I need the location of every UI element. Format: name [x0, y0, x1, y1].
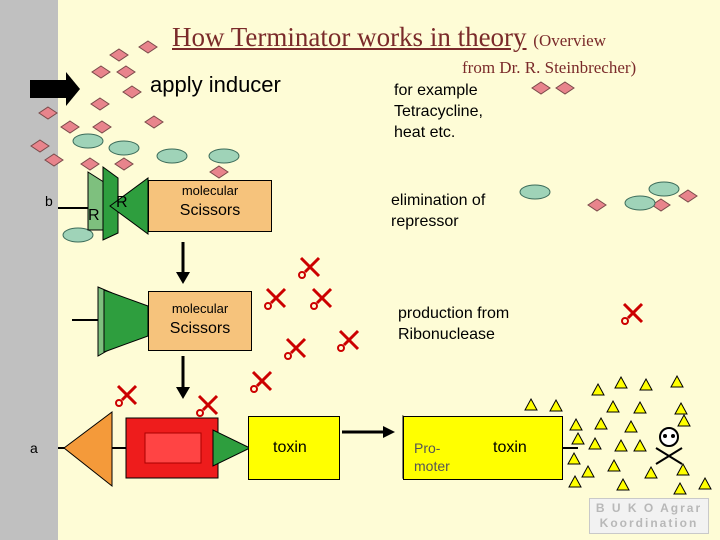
promoter-label: Pro- moter — [414, 439, 450, 475]
production-line: Ribonuclease — [398, 326, 495, 343]
scissors-gene-box-2: molecular Scissors — [148, 291, 252, 351]
apply-inducer-label: apply inducer — [150, 72, 281, 97]
gene-label-a: a — [30, 440, 38, 456]
down-arrow-icon — [176, 356, 190, 399]
promoter-orange-a — [63, 411, 113, 488]
repressor-label-r2: R — [116, 194, 128, 211]
toxin-label: toxin — [273, 439, 307, 456]
example-line: heat etc. — [394, 124, 456, 141]
box-big-label: Scissors — [179, 202, 241, 219]
production-line: production from — [398, 305, 510, 322]
box-big-label: Scissors — [169, 320, 231, 337]
title-credit: from Dr. R. Steinbrecher) — [462, 58, 637, 77]
repressor-label-r1: R — [88, 207, 100, 224]
buko-logo: B U K O Agrar Koordination — [589, 498, 709, 534]
arrow-right-icon — [342, 426, 395, 438]
inducer-molecules — [30, 40, 698, 212]
elimination-line: repressor — [391, 213, 459, 230]
logo-line2: Koordination — [599, 516, 699, 530]
arrow-right-icon — [30, 72, 80, 106]
scissors-gene-box-1: molecular Scissors — [148, 180, 272, 232]
elimination-line: elimination of — [391, 192, 486, 209]
gene-label-b: b — [45, 193, 53, 209]
page-title: How Terminator works in theory (Overview — [172, 22, 606, 53]
logo-line1: B U K O Agrar — [595, 501, 703, 515]
promoter-toxin-box: Pro- moter toxin — [403, 416, 563, 480]
production-text: production from Ribonuclease — [398, 303, 509, 345]
down-arrow-icon — [176, 242, 190, 284]
box-small-label: molecular — [181, 183, 239, 198]
inducer-examples: for example Tetracycline, heat etc. — [394, 80, 483, 143]
green-arrow-a — [212, 429, 252, 467]
example-line: for example — [394, 82, 478, 99]
promoter-line: moter — [414, 458, 450, 474]
promoter-line: Pro- — [414, 440, 441, 456]
title-overview: (Overview — [533, 31, 606, 50]
skull-crossbones-icon — [655, 427, 683, 465]
toxin-gene-box: toxin — [248, 416, 340, 480]
elimination-text: elimination of repressor — [391, 190, 485, 232]
box-small-label: molecular — [171, 301, 229, 316]
toxin-label: toxin — [493, 439, 527, 456]
green-promoter-2 — [103, 289, 149, 353]
title-main: How Terminator works in theory — [172, 22, 527, 52]
promoter-green-b — [102, 166, 119, 241]
example-line: Tetracycline, — [394, 103, 483, 120]
